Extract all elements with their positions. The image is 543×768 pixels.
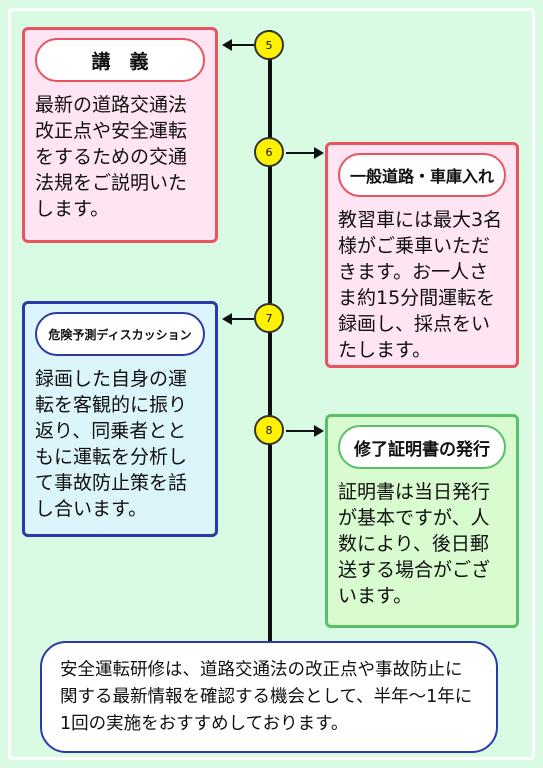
step-6-dot: 6 xyxy=(254,137,284,167)
summary-note: 安全運転研修は、道路交通法の改正点や事故防止に関する最新情報を確認する機会として… xyxy=(40,641,498,753)
step-8-body: 証明書は当日発行が基本ですが、人数により、後日郵送する場合がございます。 xyxy=(338,481,491,607)
step-8-card: 修了証明書の発行 証明書は当日発行が基本ですが、人数により、後日郵送する場合がご… xyxy=(325,414,519,628)
step-7-body: 録画した自身の運転を客観的に振り返り、同乗者とともに運転を分析して事故防止策を話… xyxy=(35,368,188,520)
step-5-arrow xyxy=(222,39,254,51)
step-6-card: 一般道路・車庫入れ 教習車には最大3名様がご乗車いただきます。お一人さま約15分… xyxy=(325,142,519,368)
step-5-body: 最新の道路交通法改正点や安全運転をするための交通法規をご説明いたします。 xyxy=(35,94,188,220)
page-frame xyxy=(8,8,535,760)
step-7-arrow xyxy=(222,313,254,325)
step-8-title: 修了証明書の発行 xyxy=(338,425,506,469)
step-7-dot: 7 xyxy=(254,303,284,333)
step-7-title: 危険予測ディスカッション xyxy=(35,312,205,356)
timeline-line xyxy=(268,30,272,652)
step-5-card: 講 義 最新の道路交通法改正点や安全運転をするための交通法規をご説明いたします。 xyxy=(22,27,218,243)
step-7-card: 危険予測ディスカッション 録画した自身の運転を客観的に振り返り、同乗者とともに運… xyxy=(22,301,218,537)
step-6-arrow xyxy=(286,147,324,159)
step-6-title: 一般道路・車庫入れ xyxy=(338,153,506,197)
step-6-body: 教習車には最大3名様がご乗車いただきます。お一人さま約15分間運転を録画し、採点… xyxy=(338,209,503,361)
step-5-title: 講 義 xyxy=(35,38,205,82)
step-8-dot: 8 xyxy=(254,415,284,445)
step-8-arrow xyxy=(286,425,324,437)
step-5-dot: 5 xyxy=(254,30,284,60)
